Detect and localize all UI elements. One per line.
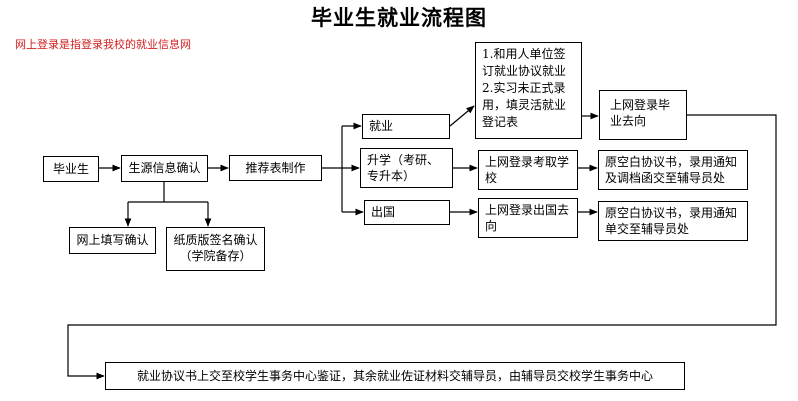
online-fill-box: 网上填写确认 bbox=[69, 227, 156, 254]
paper-sign-sub-label: （学院备存） bbox=[179, 249, 252, 263]
employer-step-2: 2.实习未正式录用，填灵活就业登记表 bbox=[482, 81, 567, 129]
employment-label: 就业 bbox=[369, 119, 394, 133]
online-fill-label: 网上填写确认 bbox=[76, 233, 149, 247]
diagram-title: 毕业生就业流程图 bbox=[311, 6, 487, 30]
employment-box: 就业 bbox=[362, 114, 450, 139]
online-admission-box: 上网登录考取学校 bbox=[478, 150, 578, 190]
blank-agreement-study-box: 原空白协议书，录用通知及调档函交至辅导员处 bbox=[598, 150, 748, 190]
paper-sign-box: 纸质版签名确认 （学院备存） bbox=[166, 227, 265, 271]
online-admission-label: 上网登录考取学校 bbox=[485, 155, 570, 185]
online-abroad-label: 上网登录出国去向 bbox=[485, 203, 570, 233]
graduate-label: 毕业生 bbox=[52, 162, 89, 176]
source-confirm-label: 生源信息确认 bbox=[128, 161, 201, 175]
note-text: 网上登录是指登录我校的就业信息网 bbox=[15, 38, 191, 51]
blank-agreement-abroad-box: 原空白协议书，录用通知单交至辅导员处 bbox=[598, 201, 748, 241]
final-step-label: 就业协议书上交至校学生事务中心鉴证，其余就业佐证材料交辅导员，由辅导员交校学生事… bbox=[136, 369, 653, 383]
abroad-label: 出国 bbox=[371, 205, 396, 219]
employer-steps-box: 1.和用人单位签订就业协议就业 2.实习未正式录用，填灵活就业登记表 bbox=[475, 42, 582, 139]
final-step-box: 就业协议书上交至校学生事务中心鉴证，其余就业佐证材料交辅导员，由辅导员交校学生事… bbox=[105, 362, 685, 390]
employer-step-1: 1.和用人单位签订就业协议就业 bbox=[482, 47, 567, 78]
abroad-box: 出国 bbox=[364, 200, 450, 225]
online-destination-label: 上网登录毕业去向 bbox=[610, 98, 671, 128]
graduate-box: 毕业生 bbox=[43, 156, 99, 182]
paper-sign-label: 纸质版签名确认 bbox=[173, 233, 258, 247]
online-abroad-box: 上网登录出国去向 bbox=[478, 198, 578, 238]
blank-agreement-abroad-label: 原空白协议书，录用通知单交至辅导员处 bbox=[605, 206, 738, 236]
source-confirm-box: 生源信息确认 bbox=[121, 155, 208, 182]
online-destination-box: 上网登录毕业去向 bbox=[599, 90, 687, 140]
recommend-form-label: 推荐表制作 bbox=[245, 161, 306, 175]
further-study-box: 升学（考研、专升本） bbox=[360, 148, 453, 188]
blank-agreement-study-label: 原空白协议书，录用通知及调档函交至辅导员处 bbox=[605, 155, 738, 185]
further-study-label: 升学（考研、专升本） bbox=[367, 153, 440, 183]
recommend-form-box: 推荐表制作 bbox=[229, 155, 322, 181]
